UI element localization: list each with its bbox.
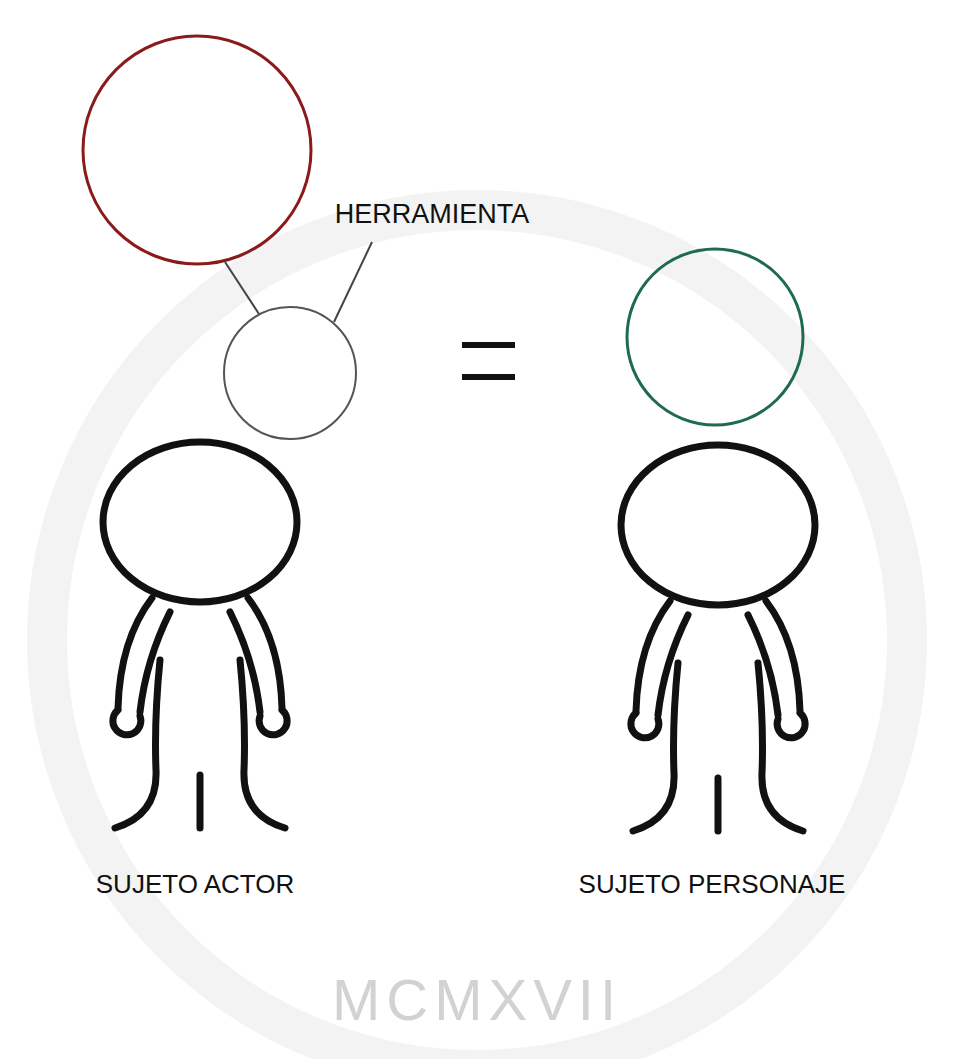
- subject-label: SUJETO ACTOR: [96, 870, 294, 899]
- tool-circle: [224, 307, 356, 439]
- watermark-seal: [47, 210, 907, 1059]
- green-circle: [627, 249, 803, 425]
- leader-line: [334, 242, 372, 322]
- equals-sign: [462, 342, 515, 348]
- stick-figure: [103, 442, 297, 828]
- watermark: MCMXVII: [332, 968, 622, 1032]
- red-circle: [83, 36, 311, 264]
- equals-sign: [462, 374, 515, 380]
- stick-figure: [621, 445, 815, 831]
- subject-label: SUJETO PERSONAJE: [579, 870, 846, 899]
- tool-label: HERRAMIENTA: [335, 200, 530, 230]
- connector-line: [225, 262, 259, 314]
